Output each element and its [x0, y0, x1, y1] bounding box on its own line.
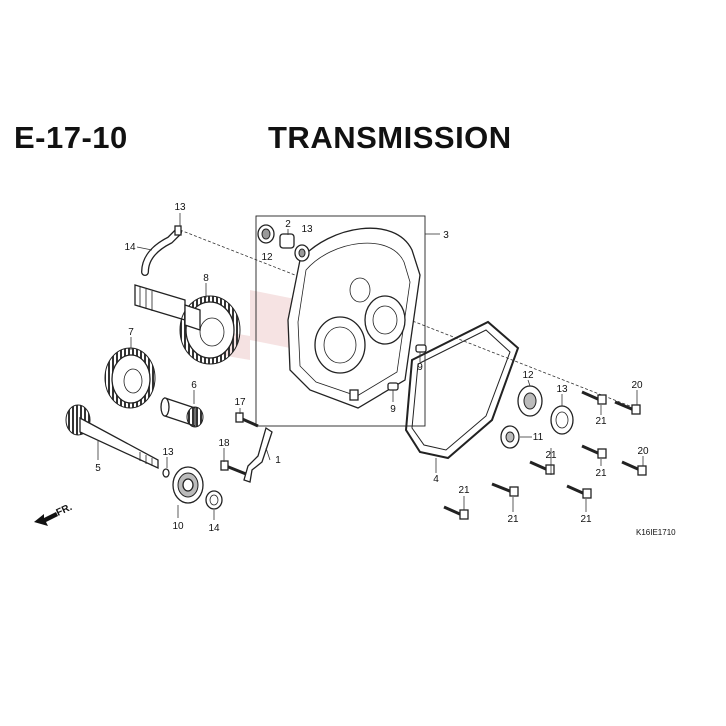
label-part-13-left: 12	[261, 252, 273, 263]
dowel-9-upper	[415, 344, 427, 353]
label-part-9-lower: 9	[390, 404, 396, 415]
label-part-21-a: 21	[595, 416, 607, 427]
gear-7	[104, 347, 156, 409]
hose-18	[141, 228, 182, 276]
label-part-21-f: 21	[458, 485, 470, 496]
bolt-21-c	[529, 460, 555, 475]
label-part-21-c: 21	[545, 450, 557, 461]
bearing-10	[172, 466, 204, 504]
bearing-12	[517, 385, 543, 417]
seal-16	[205, 490, 223, 510]
label-part-10: 10	[172, 521, 184, 532]
label-part-5: 5	[95, 463, 101, 474]
leader-lines	[97, 213, 644, 520]
label-part-19-lower: 18	[218, 438, 230, 449]
bolt-21-b	[581, 444, 607, 459]
label-part-9-upper: 9	[417, 362, 423, 373]
label-part-20-upper: 20	[631, 380, 643, 391]
bracket-1	[243, 426, 273, 483]
label-part-15: 13	[162, 447, 174, 458]
label-part-3: 3	[443, 230, 449, 241]
bolt-19-upper	[235, 412, 259, 428]
label-part-2: 2	[285, 219, 291, 230]
diagram-title: TRANSMISSION	[268, 120, 512, 155]
label-part-17: 13	[174, 202, 186, 213]
bearing-13-right	[294, 244, 310, 262]
bolt-20-upper	[614, 400, 641, 415]
label-part-19-upper: 17	[234, 397, 246, 408]
bearing-11	[500, 425, 520, 449]
label-part-13-right: 13	[301, 224, 313, 235]
front-label: FR.	[55, 502, 74, 519]
front-arrow: FR.	[34, 502, 74, 526]
driveshaft-5	[65, 404, 159, 470]
diagram-code: E-17-10	[14, 120, 128, 155]
gasket-4	[404, 320, 520, 460]
bolt-21-a	[581, 390, 607, 405]
label-part-4: 4	[433, 474, 439, 485]
collar-2	[279, 233, 295, 249]
label-part-21-e: 21	[507, 514, 519, 525]
label-part-20-lower: 20	[637, 446, 649, 457]
bolt-21-d	[566, 484, 592, 499]
label-part-6: 6	[191, 380, 197, 391]
reference-code: K16IE1710	[636, 528, 676, 537]
bolt-19-lower	[220, 460, 247, 476]
bolt-21-e	[491, 482, 519, 497]
gear-6	[160, 397, 204, 428]
label-part-21-d: 21	[580, 514, 592, 525]
label-part-21-b: 21	[595, 468, 607, 479]
label-part-12: 12	[522, 370, 534, 381]
washer-15	[162, 468, 170, 478]
label-part-7: 7	[128, 327, 134, 338]
countershaft-8	[134, 284, 241, 365]
bearing-13-left	[257, 224, 275, 244]
label-part-8: 8	[203, 273, 209, 284]
seal-14	[550, 405, 574, 435]
dowel-9-lower	[387, 382, 399, 391]
label-part-18: 14	[124, 242, 136, 253]
label-part-1: 1	[275, 455, 281, 466]
label-part-11: 11	[533, 432, 544, 443]
label-part-16: 14	[208, 523, 220, 534]
label-part-14: 13	[556, 384, 568, 395]
bolt-20-lower	[621, 460, 647, 476]
case-3	[255, 215, 426, 427]
clip-17	[174, 225, 182, 236]
